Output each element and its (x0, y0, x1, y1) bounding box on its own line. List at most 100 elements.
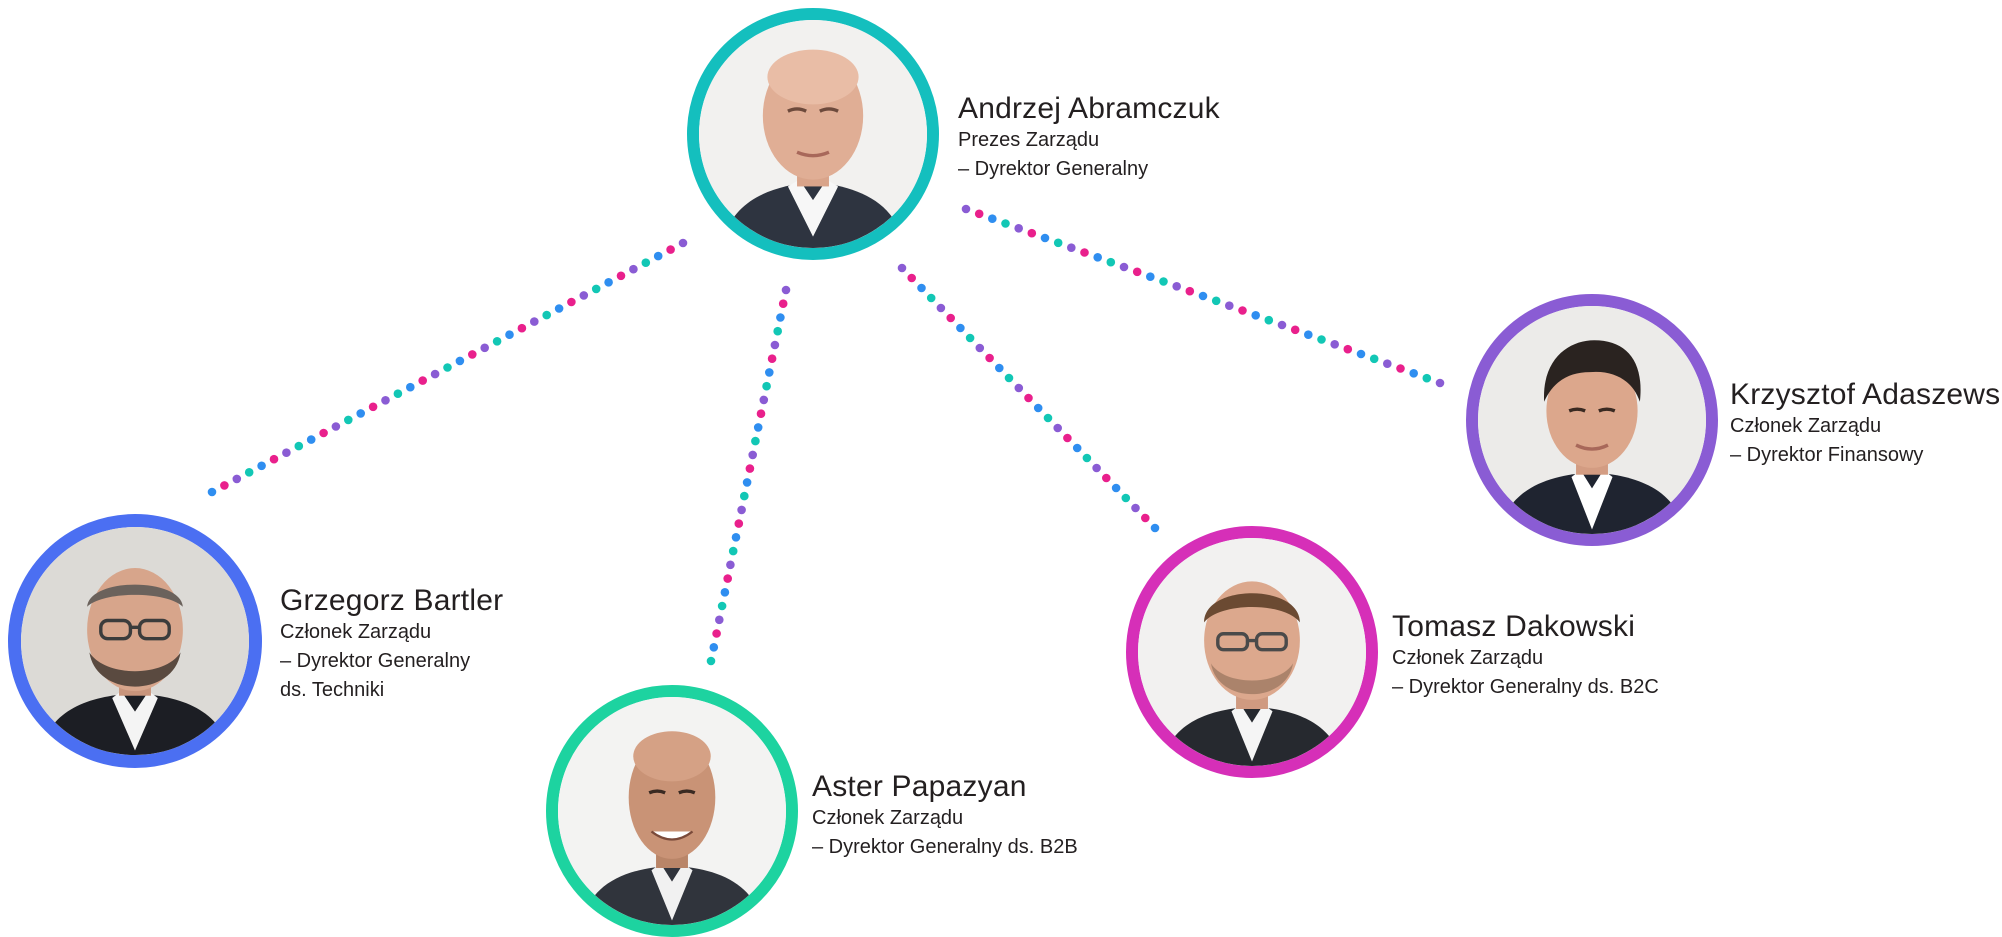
member-role-line: – Dyrektor Generalny (958, 158, 1149, 180)
connector-dot (897, 263, 907, 273)
connector-dot (244, 468, 254, 477)
connector-dot (1185, 286, 1195, 296)
connector-dot (1422, 373, 1432, 383)
connector-dot (1043, 413, 1053, 423)
connector-dot (965, 333, 975, 343)
connector-dot (1330, 340, 1339, 349)
connector-dot (579, 291, 589, 300)
connector-dot (1072, 443, 1082, 453)
connector-dot (1251, 311, 1260, 320)
connector-dot (751, 436, 760, 446)
connector-dot (1082, 453, 1092, 463)
connector-dot (961, 204, 971, 214)
connector-dot (455, 356, 465, 366)
connector-dot (1198, 291, 1208, 301)
connector-dot (492, 337, 502, 346)
member-caption: Andrzej Abramczuk Prezes Zarządu – Dyrek… (958, 92, 1220, 184)
connector-dot (1317, 335, 1326, 344)
connector-dot (767, 354, 777, 364)
connector-dot (381, 396, 390, 405)
connector-dot (975, 343, 985, 353)
connector-dot (554, 304, 564, 313)
member-name: Grzegorz Bartler (280, 584, 504, 617)
connector-ceo-to-b2b (706, 285, 791, 666)
connector-dot (1383, 359, 1392, 369)
connector-dot (740, 491, 749, 501)
connector-ceo-to-cto (207, 238, 688, 497)
connector-dot (1290, 325, 1300, 335)
connector-dot (781, 285, 791, 295)
connector-dot (926, 293, 936, 303)
connector-dot (406, 382, 415, 392)
connector-dot (1014, 224, 1023, 233)
connector-dot (759, 395, 769, 405)
connector-dot (517, 323, 527, 333)
connector-dot (1264, 315, 1274, 325)
portrait-photo (1466, 294, 1718, 546)
connector-dot (1172, 282, 1181, 291)
connector-dot (319, 428, 328, 438)
connector-dot (1080, 248, 1089, 257)
connector-dot (985, 353, 994, 363)
connector-dot (956, 323, 965, 333)
connector-dot (778, 299, 788, 309)
connector-dot (1277, 320, 1287, 330)
portrait-photo (8, 514, 262, 768)
connector-dot (1119, 262, 1129, 272)
member-role-line: Członek Zarządu (812, 807, 964, 829)
connector-dot (756, 409, 766, 419)
connector-dot (770, 340, 780, 350)
connector-dot (974, 209, 984, 219)
connector-dot (1027, 228, 1037, 238)
connector-dot (946, 313, 955, 323)
connector-dot (1040, 233, 1050, 243)
connector-dot (1146, 272, 1155, 282)
member-name: Andrzej Abramczuk (958, 92, 1220, 125)
connector-dot (1369, 354, 1379, 364)
connector-dot (1343, 344, 1353, 354)
connector-dot (1435, 378, 1445, 388)
connector-dot (294, 441, 304, 451)
connector-dot (1001, 219, 1010, 228)
connector-dot (737, 505, 746, 515)
connector-dot (468, 350, 477, 359)
connector-dot (753, 423, 763, 432)
connector-ceo-to-b2c (897, 263, 1160, 533)
member-role-line: Prezes Zarządu (958, 129, 1100, 151)
connector-dot (331, 422, 341, 431)
member-caption: Aster Papazyan Członek Zarządu – Dyrekto… (812, 770, 1078, 862)
connector-dot (616, 271, 626, 281)
connector-dot (776, 313, 785, 322)
connector-dot (1225, 301, 1234, 311)
connector-dot (418, 376, 428, 385)
connector-dot (1238, 306, 1247, 315)
connector-dot (368, 402, 378, 412)
connector-dot (1067, 243, 1076, 252)
connector-dot (936, 303, 946, 313)
portrait-photo (687, 8, 939, 260)
connector-dot (1304, 330, 1313, 340)
connector-dot (629, 264, 638, 274)
member-role-line: Członek Zarządu (1392, 647, 1544, 669)
connector-dot (393, 389, 403, 399)
connector-dot (1111, 483, 1121, 493)
member-role-line: – Dyrektor Finansowy (1730, 444, 1924, 466)
member-role-line: – Dyrektor Generalny (280, 650, 471, 672)
connector-dot (717, 601, 727, 611)
connector-dot (591, 284, 601, 294)
connector-dot (706, 656, 716, 666)
portrait-photo (546, 685, 798, 937)
connector-dot (257, 461, 266, 471)
connector-dot (1063, 433, 1072, 443)
connector-dot (1211, 296, 1221, 306)
connector-dot (269, 454, 279, 464)
connector-dot (542, 310, 551, 320)
connector-dot (917, 283, 926, 293)
connector-dot (907, 273, 916, 283)
connector-ceo-to-cfo (961, 204, 1445, 388)
connector-dot (734, 519, 744, 528)
connector-dot (1093, 252, 1102, 262)
connector-dot (430, 369, 440, 379)
member-caption: Tomasz Dakowski Członek Zarządu – Dyrekt… (1392, 610, 1659, 702)
connector-dot (1159, 277, 1168, 286)
